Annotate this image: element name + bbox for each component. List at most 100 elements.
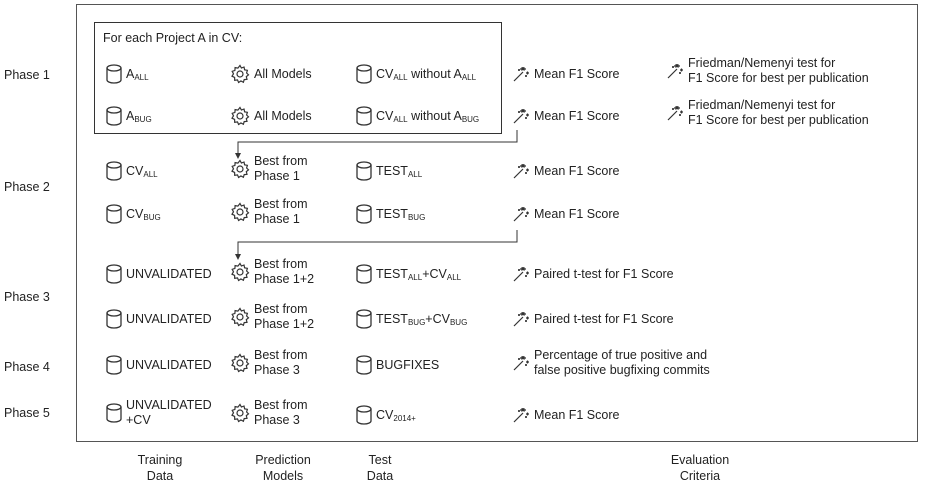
- p2b-eval-text: Mean F1 Score: [534, 207, 620, 221]
- p2a-test-data: TESTALL: [356, 161, 422, 181]
- database-cylinder-icon: [356, 355, 372, 375]
- arrow-phase1-to-phase2: [235, 130, 518, 159]
- database-cylinder-icon: [106, 204, 122, 224]
- database-cylinder-icon: [356, 64, 372, 84]
- phase-5-label: Phase 5: [4, 406, 50, 420]
- magic-wand-icon: [513, 109, 529, 124]
- magic-wand-icon: [513, 408, 529, 423]
- p1a-training-data: AALL: [106, 64, 149, 84]
- p3b-eval: Paired t-test for F1 Score: [510, 309, 674, 329]
- p5-test-data: CV2014+: [356, 405, 416, 425]
- database-cylinder-icon: [106, 106, 122, 126]
- gear-icon: [231, 64, 250, 84]
- database-cylinder-icon: [356, 161, 372, 181]
- p4-test-data: BUGFIXES: [356, 355, 439, 375]
- database-cylinder-icon: [106, 309, 122, 329]
- p1a-test-data: CVALL without AALL: [356, 64, 476, 84]
- p4-test-text: BUGFIXES: [376, 358, 440, 372]
- p1b-eval: Mean F1 Score: [510, 106, 619, 126]
- p5-train-text: UNVALIDATED+CV: [126, 398, 212, 427]
- p3a-eval: Paired t-test for F1 Score: [510, 264, 674, 284]
- magic-wand-icon: [513, 312, 529, 327]
- database-cylinder-icon: [106, 64, 122, 84]
- p5-eval: Mean F1 Score: [510, 405, 619, 425]
- p5-eval-text: Mean F1 Score: [534, 408, 620, 422]
- database-cylinder-icon: [106, 403, 122, 423]
- p2b-test-data: TESTBUG: [356, 204, 425, 224]
- database-cylinder-icon: [356, 264, 372, 284]
- p1b-train-text: ABUG: [126, 108, 152, 124]
- p2b-test-text: TESTBUG: [376, 206, 426, 222]
- magic-wand-icon: [513, 267, 529, 282]
- p3b-eval-text: Paired t-test for F1 Score: [534, 312, 674, 326]
- p1b-training-data: ABUG: [106, 106, 152, 126]
- p2a-eval: Mean F1 Score: [510, 161, 619, 181]
- project-loop-box: For each Project A in CV:: [94, 22, 502, 134]
- p1a-model: All Models: [230, 64, 312, 84]
- database-cylinder-icon: [356, 106, 372, 126]
- p2a-training-data: CVALL: [106, 161, 158, 181]
- magic-wand-icon: [667, 64, 683, 79]
- p2a-test-text: TESTALL: [376, 163, 423, 179]
- p5-test-text: CV2014+: [376, 407, 416, 423]
- p5-training-data: UNVALIDATED+CV: [106, 398, 212, 428]
- p2b-train-text: CVBUG: [126, 206, 161, 222]
- phase-1-label: Phase 1: [4, 68, 50, 82]
- p1b-model: All Models: [230, 106, 312, 126]
- p1a-eval-text: Mean F1 Score: [534, 67, 620, 81]
- p3b-training-data: UNVALIDATED: [106, 309, 212, 329]
- magic-wand-icon: [513, 164, 529, 179]
- p1b-test-data: CVALL without ABUG: [356, 106, 479, 126]
- gear-icon: [231, 202, 250, 222]
- gear-icon: [231, 159, 250, 179]
- project-loop-title: For each Project A in CV:: [103, 31, 243, 45]
- p3a-eval-text: Paired t-test for F1 Score: [534, 267, 674, 281]
- p1b-eval-text: Mean F1 Score: [534, 109, 620, 123]
- phase-2-label: Phase 2: [4, 180, 50, 194]
- p2a-eval-text: Mean F1 Score: [534, 164, 620, 178]
- gear-icon: [231, 106, 250, 126]
- p3a-test-text: TESTALL+CVALL: [376, 266, 462, 282]
- database-cylinder-icon: [356, 405, 372, 425]
- gear-icon: [231, 262, 250, 282]
- p1a-model-text: All Models: [254, 67, 312, 81]
- p2b-eval: Mean F1 Score: [510, 204, 619, 224]
- phase-4-label: Phase 4: [4, 360, 50, 374]
- p3b-test-text: TESTBUG+CVBUG: [376, 311, 468, 327]
- p3a-test-data: TESTALL+CVALL: [356, 264, 461, 284]
- p4-train-text: UNVALIDATED: [126, 358, 212, 372]
- magic-wand-icon: [513, 356, 529, 371]
- phase-3-label: Phase 3: [4, 290, 50, 304]
- p2a-train-text: CVALL: [126, 163, 158, 179]
- magic-wand-icon: [513, 67, 529, 82]
- gear-icon: [231, 307, 250, 327]
- database-cylinder-icon: [106, 355, 122, 375]
- database-cylinder-icon: [356, 204, 372, 224]
- p2b-training-data: CVBUG: [106, 204, 161, 224]
- gear-icon: [231, 403, 250, 423]
- p1b-model-text: All Models: [254, 109, 312, 123]
- p1b-test-text: CVALL without ABUG: [376, 108, 480, 124]
- arrow-phase2-to-phase3: [235, 230, 518, 260]
- p3a-training-data: UNVALIDATED: [106, 264, 212, 284]
- p4-training-data: UNVALIDATED: [106, 355, 212, 375]
- database-cylinder-icon: [106, 161, 122, 181]
